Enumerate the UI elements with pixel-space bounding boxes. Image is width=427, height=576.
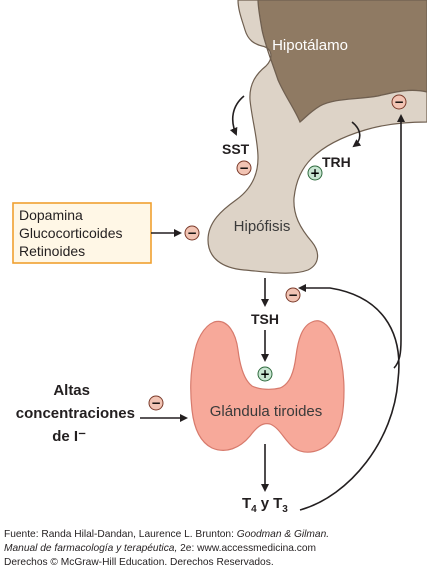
sst-negative-sign: − [236, 160, 252, 176]
iodide-negative-sign: − [148, 395, 164, 411]
tsh-label: TSH [251, 311, 279, 327]
inhibitor-glucocorticoids: Glucocorticoides [19, 225, 123, 241]
pituitary-label: Hipófisis [234, 218, 291, 235]
feedback-to-pituitary-arrow [298, 284, 400, 511]
iodide-line-3: de I⁻ [52, 428, 86, 445]
inhibitors-negative-sign: − [184, 225, 200, 241]
footer-line-3: Derechos © McGraw-Hill Education. Derech… [4, 557, 274, 568]
trh-label: TRH [322, 154, 351, 170]
svg-text:+: + [310, 166, 320, 180]
feedback-hypothalamus-negative-sign: − [391, 94, 407, 110]
sst-arrow [229, 95, 245, 136]
source-footer: Fuente: Randa Hilal-Dandan, Laurence L. … [4, 528, 424, 570]
feedback-pituitary-negative-sign: − [285, 287, 301, 303]
svg-text:−: − [187, 226, 197, 240]
svg-text:+: + [260, 367, 270, 381]
svg-text:−: − [394, 95, 404, 109]
feedback-to-hypothalamus-arrow [393, 114, 405, 369]
inhibitor-retinoids: Retinoides [19, 243, 85, 259]
trh-positive-sign: + [307, 165, 323, 181]
inhibitor-dopamine: Dopamina [19, 207, 83, 223]
footer-line-1: Fuente: Randa Hilal-Dandan, Laurence L. … [4, 529, 330, 540]
inhibitors-box [12, 202, 152, 264]
svg-text:−: − [151, 396, 161, 410]
sst-label: SST [222, 141, 250, 157]
svg-text:−: − [239, 161, 249, 175]
pituitary-stalk-shape [207, 0, 427, 274]
tsh-positive-sign: + [257, 366, 273, 382]
trh-arrow [351, 121, 362, 148]
svg-text:−: − [288, 288, 298, 302]
thyroid-label: Glándula tiroides [210, 403, 323, 420]
thyroid-gland-shape [190, 320, 345, 453]
hypothalamus-label: Hipotálamo [272, 37, 348, 54]
iodide-line-2: concentraciones [16, 405, 135, 422]
iodide-line-1: Altas [53, 382, 90, 399]
footer-line-2: Manual de farmacología y terapéutica, 2e… [4, 543, 317, 554]
